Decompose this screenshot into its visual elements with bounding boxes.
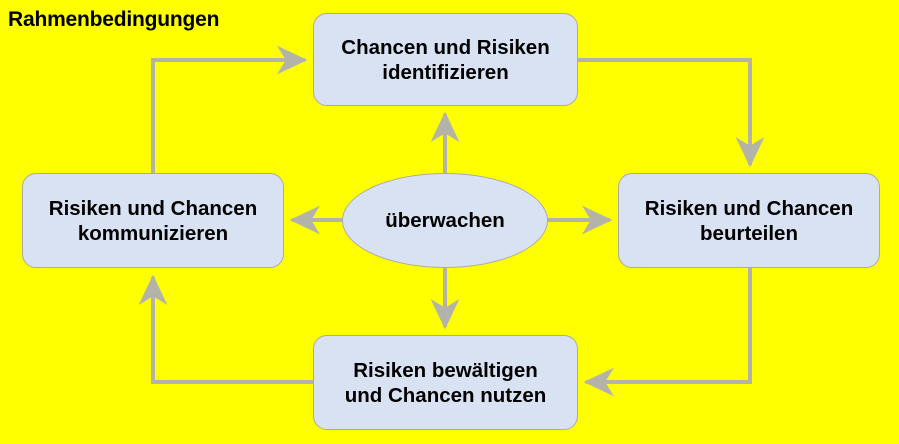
node-communicate-label: Risiken und Chancen kommunizieren [48,196,258,245]
node-treat-label: Risiken bewältigen und Chancen nutzen [344,358,547,407]
node-communicate[interactable]: Risiken und Chancen kommunizieren [22,173,284,268]
connector-left-to-top [151,45,308,173]
node-identify-label: Chancen und Risiken identifizieren [341,35,550,84]
page-title: Rahmenbedingungen [8,8,220,31]
connector-bottom-to-left [138,274,313,384]
connector-right-to-bottom [583,268,752,397]
node-monitor-label: überwachen [385,208,505,232]
node-treat[interactable]: Risiken bewältigen und Chancen nutzen [313,335,578,430]
connector-top-to-right [578,58,765,168]
node-monitor[interactable]: überwachen [342,173,548,268]
node-assess[interactable]: Risiken und Chancen beurteilen [618,173,880,268]
node-assess-label: Risiken und Chancen beurteilen [644,196,854,245]
node-identify[interactable]: Chancen und Risiken identifizieren [313,13,578,106]
